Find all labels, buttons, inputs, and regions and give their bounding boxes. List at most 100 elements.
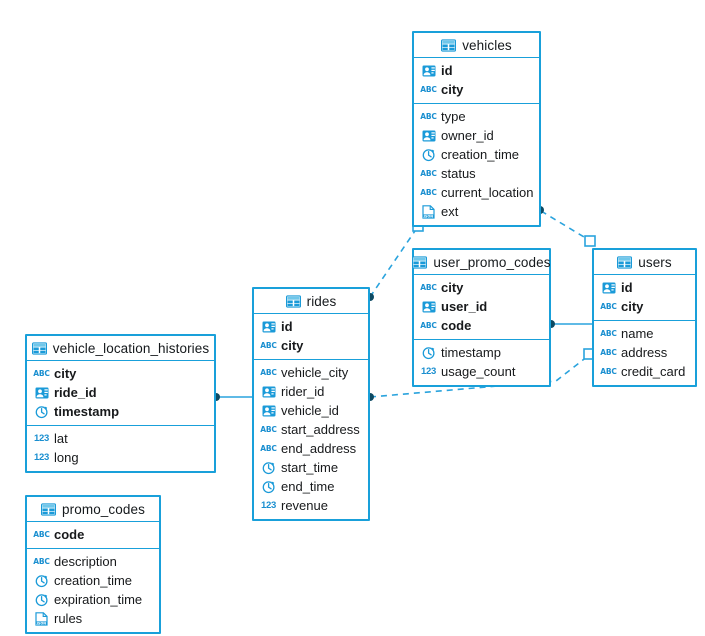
- field-row-rides-id[interactable]: id: [254, 317, 368, 336]
- table-header-vehicles[interactable]: vehicles: [414, 33, 539, 58]
- field-label: description: [54, 554, 117, 569]
- field-row-rides-vehicle_id[interactable]: vehicle_id: [254, 401, 368, 420]
- table-header-rides[interactable]: rides: [254, 289, 368, 314]
- field-row-promo_codes-creation_time[interactable]: creation_time: [27, 571, 159, 590]
- field-label: timestamp: [54, 404, 120, 419]
- field-label: type: [441, 109, 466, 124]
- abc-icon: ABC: [260, 443, 277, 453]
- field-row-user_promo_codes-user_id[interactable]: user_id: [414, 297, 549, 316]
- field-label: end_time: [281, 479, 335, 494]
- table-header-promo_codes[interactable]: promo_codes: [27, 497, 159, 522]
- field-label: revenue: [281, 498, 328, 513]
- abc-icon: ABC: [260, 340, 277, 350]
- field-row-vehicles-id[interactable]: id: [414, 61, 539, 80]
- field-row-vehicle_location_histories-ride_id[interactable]: ride_id: [27, 383, 214, 402]
- table-title: vehicle_location_histories: [52, 340, 210, 356]
- field-label: city: [441, 82, 464, 97]
- field-label: long: [54, 450, 79, 465]
- field-row-rides-end_time[interactable]: end_time: [254, 477, 368, 496]
- clock-icon: [261, 479, 276, 494]
- svg-text:JSON: JSON: [423, 214, 434, 218]
- table-title: users: [638, 254, 672, 270]
- abc-icon: ABC: [33, 368, 50, 378]
- field-label: ext: [441, 204, 459, 219]
- person-key-icon: [261, 403, 276, 418]
- field-label: owner_id: [441, 128, 494, 143]
- field-row-vehicles-owner_id[interactable]: owner_id: [414, 126, 539, 145]
- person-key-icon: [421, 63, 436, 78]
- field-row-vehicle_location_histories-timestamp[interactable]: timestamp: [27, 402, 214, 421]
- edge-endpoint-square: [584, 235, 596, 247]
- clock-icon: [261, 460, 276, 475]
- abc-icon: ABC: [33, 529, 50, 539]
- field-row-vehicles-ext[interactable]: JSON ext: [414, 202, 539, 221]
- field-row-rides-start_time[interactable]: start_time: [254, 458, 368, 477]
- numeric-icon: 123: [34, 451, 49, 463]
- relationship-vehicles-to-users: [536, 206, 596, 247]
- numeric-icon: 123: [261, 499, 276, 511]
- field-row-user_promo_codes-timestamp[interactable]: timestamp: [414, 343, 549, 362]
- table-header-vehicle_location_histories[interactable]: vehicle_location_histories: [27, 336, 214, 361]
- field-row-vehicles-creation_time[interactable]: creation_time: [414, 145, 539, 164]
- field-label: ride_id: [54, 385, 97, 400]
- abc-icon: ABC: [420, 187, 437, 197]
- field-row-users-id[interactable]: id: [594, 278, 695, 297]
- field-label: timestamp: [441, 345, 501, 360]
- table-header-users[interactable]: users: [594, 250, 695, 275]
- person-key-icon: [261, 319, 276, 334]
- field-row-vehicle_location_histories-long[interactable]: 123 long: [27, 448, 214, 467]
- field-label: id: [621, 280, 633, 295]
- person-key-icon: [601, 280, 616, 295]
- field-label: expiration_time: [54, 592, 143, 607]
- field-label: id: [281, 319, 293, 334]
- table-grid-icon: [412, 255, 428, 270]
- table-grid-icon: [285, 294, 301, 309]
- field-row-rides-revenue[interactable]: 123 revenue: [254, 496, 368, 515]
- field-label: rider_id: [281, 384, 325, 399]
- table-header-user_promo_codes[interactable]: user_promo_codes: [412, 250, 550, 275]
- field-label: address: [621, 345, 668, 360]
- abc-icon: ABC: [260, 424, 277, 434]
- abc-icon: ABC: [260, 367, 277, 377]
- person-key-icon: [421, 128, 436, 143]
- clock-icon: [34, 573, 49, 588]
- field-label: code: [441, 318, 472, 333]
- person-key-icon: [34, 385, 49, 400]
- field-row-promo_codes-expiration_time[interactable]: expiration_time: [27, 590, 159, 609]
- field-row-rides-rider_id[interactable]: rider_id: [254, 382, 368, 401]
- json-icon: JSON: [421, 204, 436, 219]
- field-label: rules: [54, 611, 83, 626]
